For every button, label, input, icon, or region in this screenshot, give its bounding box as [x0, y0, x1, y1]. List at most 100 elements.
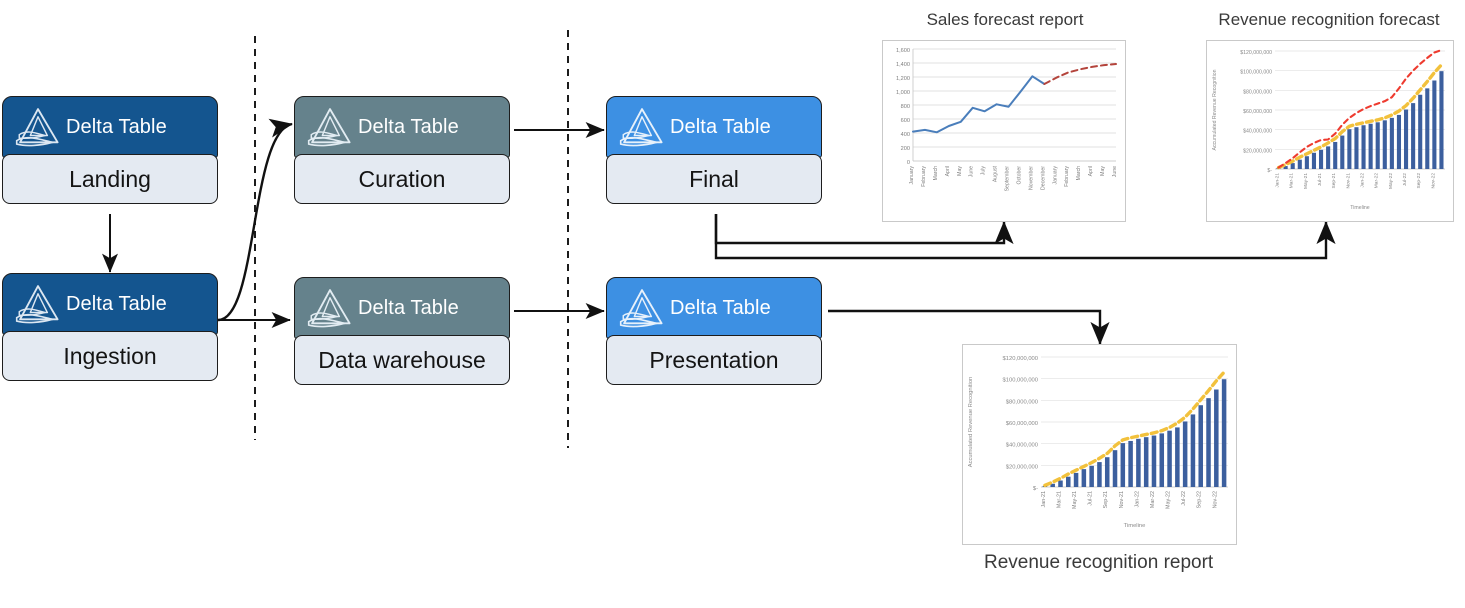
svg-text:800: 800 — [901, 104, 910, 110]
svg-text:$120,000,000: $120,000,000 — [1003, 356, 1038, 362]
node-final-label: Final — [689, 165, 739, 192]
svg-text:January: January — [1052, 166, 1058, 185]
svg-text:$60,000,000: $60,000,000 — [1006, 421, 1038, 427]
node-presentation-label: Presentation — [649, 346, 779, 373]
svg-text:Mar-22: Mar-22 — [1150, 491, 1156, 508]
svg-text:600: 600 — [901, 118, 910, 124]
svg-text:June: June — [1112, 166, 1118, 177]
edge-ingestion-curation — [217, 118, 293, 322]
svg-text:Jul-21: Jul-21 — [1088, 491, 1094, 506]
svg-text:$80,000,000: $80,000,000 — [1006, 399, 1038, 405]
node-data-warehouse-badge: Delta Table — [358, 296, 459, 319]
svg-text:Sep-21: Sep-21 — [1103, 491, 1109, 508]
svg-text:November: November — [1028, 166, 1034, 190]
svg-text:Mar-21: Mar-21 — [1289, 173, 1295, 189]
svg-text:Sep-22: Sep-22 — [1416, 173, 1422, 189]
svg-text:1,200: 1,200 — [896, 76, 910, 82]
svg-text:May: May — [1100, 166, 1106, 176]
svg-text:June: June — [969, 166, 975, 177]
svg-text:May-22: May-22 — [1388, 173, 1394, 189]
svg-text:Jan-22: Jan-22 — [1360, 173, 1366, 188]
svg-text:Nov-22: Nov-22 — [1430, 173, 1436, 189]
svg-text:$40,000,000: $40,000,000 — [1243, 129, 1272, 135]
svg-text:April: April — [945, 166, 951, 176]
svg-text:March: March — [933, 166, 939, 181]
node-curation-header: Delta Table — [294, 96, 510, 158]
svg-text:February: February — [921, 166, 927, 187]
sales-forecast-caption: Sales forecast report — [926, 10, 1084, 29]
node-data-warehouse-body: Data warehouse — [294, 335, 510, 385]
svg-text:Jul-21: Jul-21 — [1317, 173, 1323, 186]
svg-text:$60,000,000: $60,000,000 — [1243, 109, 1272, 115]
svg-text:April: April — [1088, 166, 1094, 176]
node-ingestion-body: Ingestion — [2, 331, 218, 381]
node-curation-label: Curation — [358, 165, 446, 192]
svg-text:Mar-22: Mar-22 — [1374, 173, 1380, 189]
svg-text:1,000: 1,000 — [896, 90, 910, 96]
node-final-body: Final — [606, 154, 822, 204]
svg-text:Accumulated Revenue Recognitio: Accumulated Revenue Recognition — [968, 377, 974, 468]
svg-text:Jan-22: Jan-22 — [1134, 491, 1140, 507]
delta-lake-logo-icon — [619, 108, 663, 147]
node-ingestion-header: Delta Table — [2, 273, 218, 335]
node-presentation[interactable]: Delta Table Presentation — [606, 277, 822, 385]
edge-final-revenue-forecast — [714, 214, 1336, 260]
node-curation[interactable]: Delta Table Curation — [294, 96, 510, 204]
svg-text:Accumulated Revenue Recognitio: Accumulated Revenue Recognition — [1212, 69, 1218, 150]
node-ingestion[interactable]: Delta Table Ingestion — [2, 273, 218, 381]
node-final[interactable]: Delta Table Final — [606, 96, 822, 204]
svg-text:May-22: May-22 — [1166, 491, 1172, 509]
svg-text:$20,000,000: $20,000,000 — [1006, 464, 1038, 470]
delta-lake-logo-icon — [15, 108, 59, 147]
svg-text:December: December — [1040, 166, 1046, 190]
svg-text:$100,000,000: $100,000,000 — [1003, 378, 1038, 384]
svg-text:Timeline: Timeline — [1124, 523, 1146, 529]
svg-text:May-21: May-21 — [1303, 173, 1309, 189]
svg-text:January: January — [909, 166, 915, 185]
node-landing[interactable]: Delta Table Landing — [2, 96, 218, 204]
edge-presentation-revenue-report — [828, 309, 1110, 345]
svg-text:Jan-21: Jan-21 — [1041, 491, 1047, 507]
node-landing-header: Delta Table — [2, 96, 218, 158]
node-final-header: Delta Table — [606, 96, 822, 158]
svg-text:August: August — [993, 165, 999, 182]
svg-text:$-: $- — [1033, 486, 1038, 492]
svg-text:July: July — [981, 166, 987, 176]
delta-lake-logo-icon — [15, 285, 59, 324]
svg-text:Nov-21: Nov-21 — [1345, 173, 1351, 189]
svg-text:Timeline: Timeline — [1350, 205, 1370, 211]
svg-text:February: February — [1064, 166, 1070, 187]
node-landing-badge: Delta Table — [66, 115, 167, 138]
node-final-badge: Delta Table — [670, 115, 771, 138]
node-data-warehouse[interactable]: Delta Table Data warehouse — [294, 277, 510, 385]
svg-text:0: 0 — [907, 160, 910, 166]
node-presentation-badge: Delta Table — [670, 296, 771, 319]
node-data-warehouse-header: Delta Table — [294, 277, 510, 339]
svg-text:Jul-22: Jul-22 — [1181, 491, 1187, 506]
node-ingestion-label: Ingestion — [63, 342, 157, 369]
svg-text:Mar-21: Mar-21 — [1056, 491, 1062, 508]
delta-lake-logo-icon — [619, 289, 663, 328]
node-presentation-body: Presentation — [606, 335, 822, 385]
node-landing-body: Landing — [2, 154, 218, 204]
svg-text:Nov-22: Nov-22 — [1212, 491, 1218, 508]
chart-revenue-recognition-report[interactable]: $-$20,000,000$40,000,000$60,000,000$80,0… — [962, 344, 1237, 545]
svg-text:200: 200 — [901, 146, 910, 152]
svg-text:October: October — [1016, 166, 1022, 185]
svg-text:Sep-21: Sep-21 — [1331, 173, 1337, 189]
svg-text:400: 400 — [901, 132, 910, 138]
revenue-report-caption: Revenue recognition report — [984, 552, 1214, 573]
node-ingestion-badge: Delta Table — [66, 292, 167, 315]
node-curation-body: Curation — [294, 154, 510, 204]
delta-lake-logo-icon — [307, 108, 351, 147]
revenue-forecast-caption: Revenue recognition forecast — [1218, 10, 1440, 29]
svg-text:Nov-21: Nov-21 — [1119, 491, 1125, 508]
svg-text:$80,000,000: $80,000,000 — [1243, 89, 1272, 95]
node-data-warehouse-label: Data warehouse — [318, 346, 486, 373]
svg-text:1,400: 1,400 — [896, 62, 910, 68]
svg-text:Jan-21: Jan-21 — [1275, 173, 1281, 188]
svg-text:Jul-22: Jul-22 — [1402, 173, 1408, 186]
chart-revenue-recognition-forecast[interactable]: $-$20,000,000$40,000,000$60,000,000$80,0… — [1206, 40, 1454, 222]
